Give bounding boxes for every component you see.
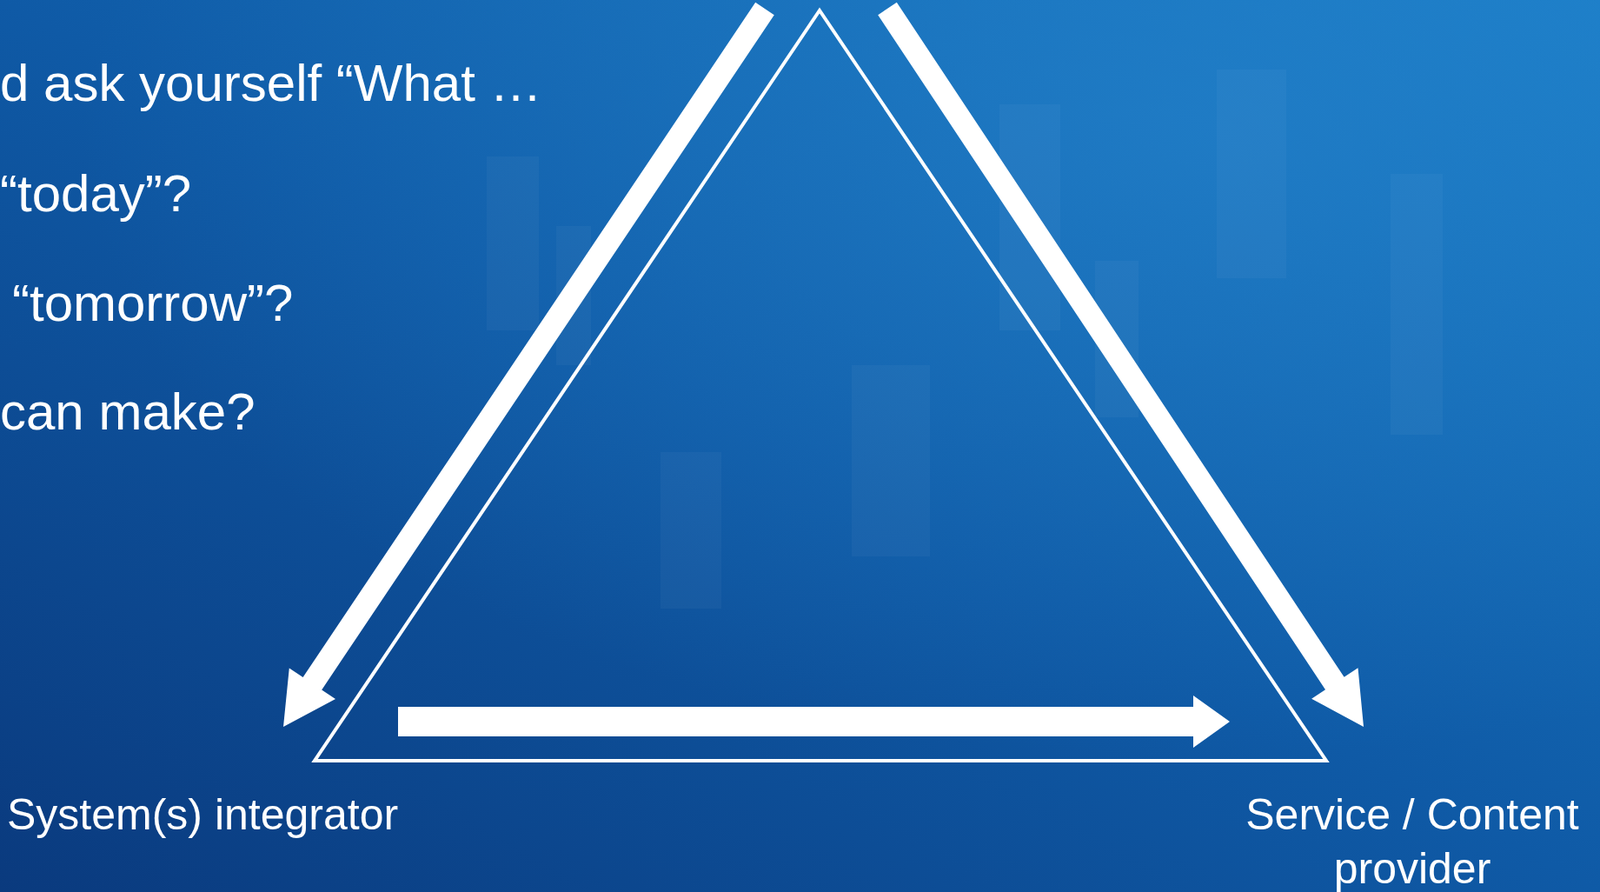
question-text: d ask yourself “What …: [0, 52, 543, 115]
city-texture: [486, 69, 1443, 609]
question-text: “tomorrow”?: [12, 272, 293, 335]
question-text: can make?: [0, 380, 256, 444]
role-node: Service / Content provider: [1229, 703, 1595, 878]
flow-arrow: [398, 695, 1230, 748]
role-node: System(s) integrator: [6, 703, 399, 878]
role-label: Service / Content provider: [1229, 787, 1595, 892]
question-text: “today”?: [0, 162, 192, 226]
flow-arrow: [877, 2, 1364, 727]
triangle-outline: [314, 10, 1327, 761]
role-label: System(s) integrator: [6, 787, 399, 842]
